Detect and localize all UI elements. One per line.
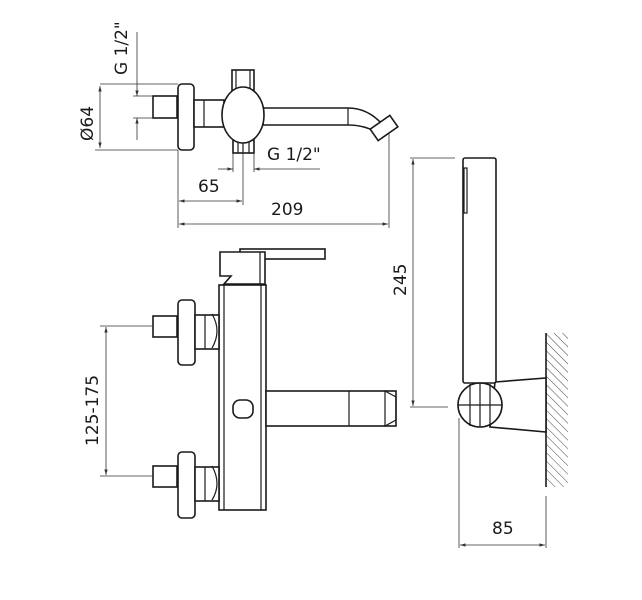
spout-front xyxy=(265,390,397,427)
aerator xyxy=(369,114,399,142)
wall-flange xyxy=(177,83,195,151)
outlet-offset-label: 65 xyxy=(198,177,220,197)
shower-height-label: 245 xyxy=(391,264,411,296)
wall-hatching xyxy=(546,333,568,487)
top-view: G 1/2" Ø64 G 1/2" 65 209 xyxy=(78,21,399,228)
bracket-projection-label: 85 xyxy=(492,519,514,539)
mixer-body xyxy=(221,86,265,144)
outlet-thread-label: G 1/2" xyxy=(267,145,321,165)
upper-valve xyxy=(152,299,220,366)
inlet-spacing-label: 125-175 xyxy=(83,375,103,446)
inlet-pipe xyxy=(152,95,178,119)
total-depth-label: 209 xyxy=(271,200,303,220)
mixer-body-front xyxy=(218,284,267,511)
side-view: 245 85 xyxy=(391,157,568,548)
front-view: 125-175 xyxy=(83,248,397,519)
inlet-thread-label: G 1/2" xyxy=(112,21,132,75)
lower-valve xyxy=(152,451,220,519)
spout xyxy=(262,107,385,134)
cartridge-cap xyxy=(219,251,266,285)
hand-shower xyxy=(462,157,497,384)
connector xyxy=(193,99,225,128)
diverter-knob xyxy=(232,399,254,419)
shower-button xyxy=(463,167,468,214)
flange-diameter-label: Ø64 xyxy=(78,106,98,141)
